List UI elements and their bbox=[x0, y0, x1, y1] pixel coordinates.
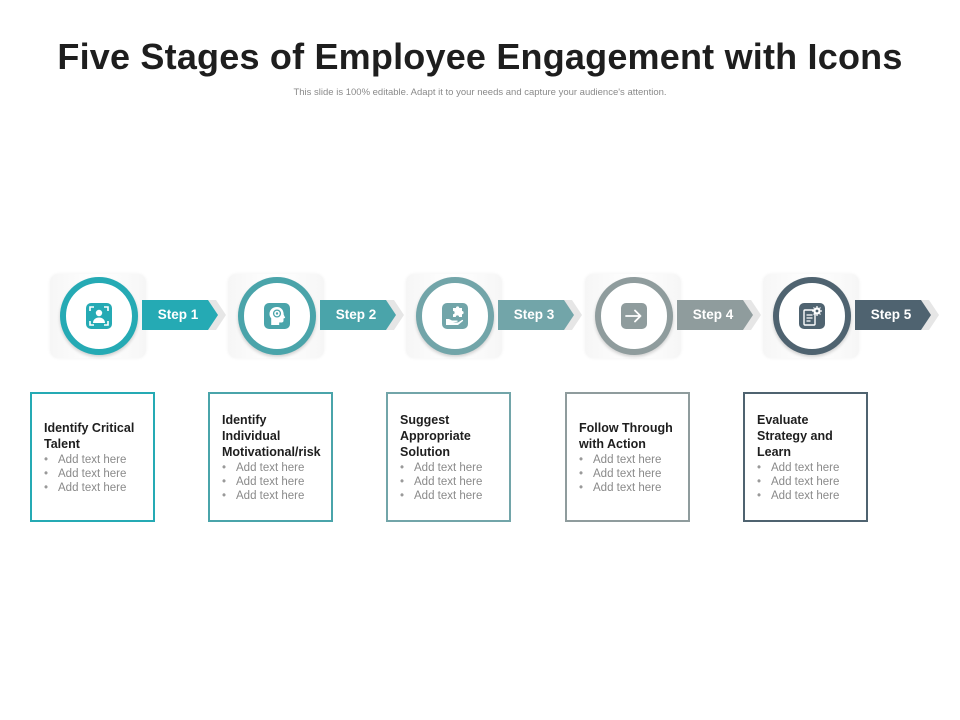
step-arrow: Step 4 bbox=[677, 300, 761, 330]
stage-ring bbox=[416, 277, 494, 355]
step-label: Step 2 bbox=[335, 307, 377, 322]
stage-3: Step 3 Suggest Appropriate Solution Add … bbox=[386, 270, 610, 540]
document-gear-icon bbox=[799, 303, 825, 329]
bullet-item: Add text here bbox=[222, 489, 323, 503]
stage-ring bbox=[595, 277, 673, 355]
stage-ring bbox=[60, 277, 138, 355]
step-label: Step 1 bbox=[157, 307, 199, 322]
step-arrow: Step 5 bbox=[855, 300, 939, 330]
head-target-icon bbox=[264, 303, 290, 329]
person-scan-icon bbox=[86, 303, 112, 329]
stage-1: Step 1 Identify Critical Talent Add text… bbox=[30, 270, 254, 540]
card-heading: Identify Individual Motivational/risk bbox=[222, 412, 321, 459]
stage-ring bbox=[773, 277, 851, 355]
step-label: Step 4 bbox=[692, 307, 734, 322]
stage-circle bbox=[406, 270, 502, 360]
stage-card: Evaluate Strategy and Learn Add text her… bbox=[743, 392, 868, 522]
card-heading: Follow Through with Action bbox=[579, 420, 673, 451]
step-label: Step 5 bbox=[870, 307, 912, 322]
card-bullets: Add text here Add text here Add text her… bbox=[44, 453, 145, 495]
step-label: Step 3 bbox=[513, 307, 555, 322]
bullet-item: Add text here bbox=[579, 467, 680, 481]
stage-card: Suggest Appropriate Solution Add text he… bbox=[386, 392, 511, 522]
stage-circle bbox=[585, 270, 681, 360]
card-heading: Evaluate Strategy and Learn bbox=[757, 412, 833, 459]
bullet-item: Add text here bbox=[400, 489, 501, 503]
card-bullets: Add text here Add text here Add text her… bbox=[757, 461, 858, 503]
bullet-item: Add text here bbox=[222, 475, 323, 489]
arrow-right-icon bbox=[621, 303, 647, 329]
bullet-item: Add text here bbox=[579, 453, 680, 467]
slide-subtitle: This slide is 100% editable. Adapt it to… bbox=[293, 87, 667, 98]
bullet-item: Add text here bbox=[757, 461, 858, 475]
stage-2: Step 2 Identify Individual Motivational/… bbox=[208, 270, 432, 540]
bullet-item: Add text here bbox=[44, 453, 145, 467]
card-heading: Suggest Appropriate Solution bbox=[400, 412, 471, 459]
bullet-item: Add text here bbox=[757, 489, 858, 503]
step-arrow: Step 2 bbox=[320, 300, 404, 330]
step-arrow: Step 3 bbox=[498, 300, 582, 330]
slide-title: Five Stages of Employee Engagement with … bbox=[57, 36, 903, 77]
bullet-item: Add text here bbox=[44, 467, 145, 481]
stage-circle bbox=[763, 270, 859, 360]
card-heading: Identify Critical Talent bbox=[44, 420, 135, 451]
stage-circle bbox=[228, 270, 324, 360]
bullet-item: Add text here bbox=[400, 461, 501, 475]
stage-4: Step 4 Follow Through with Action Add te… bbox=[565, 270, 789, 540]
stage-ring bbox=[238, 277, 316, 355]
stage-card: Identify Critical Talent Add text here A… bbox=[30, 392, 155, 522]
stage-card: Follow Through with Action Add text here… bbox=[565, 392, 690, 522]
bullet-item: Add text here bbox=[44, 481, 145, 495]
bullet-item: Add text here bbox=[400, 475, 501, 489]
step-arrow: Step 1 bbox=[142, 300, 226, 330]
bullet-item: Add text here bbox=[757, 475, 858, 489]
stage-card: Identify Individual Motivational/risk Ad… bbox=[208, 392, 333, 522]
card-bullets: Add text here Add text here Add text her… bbox=[579, 453, 680, 495]
bullet-item: Add text here bbox=[579, 481, 680, 495]
stage-circle bbox=[50, 270, 146, 360]
stage-5: Step 5 Evaluate Strategy and Learn Add t… bbox=[743, 270, 960, 540]
hand-puzzle-icon bbox=[442, 303, 468, 329]
card-bullets: Add text here Add text here Add text her… bbox=[222, 461, 323, 503]
card-bullets: Add text here Add text here Add text her… bbox=[400, 461, 501, 503]
bullet-item: Add text here bbox=[222, 461, 323, 475]
